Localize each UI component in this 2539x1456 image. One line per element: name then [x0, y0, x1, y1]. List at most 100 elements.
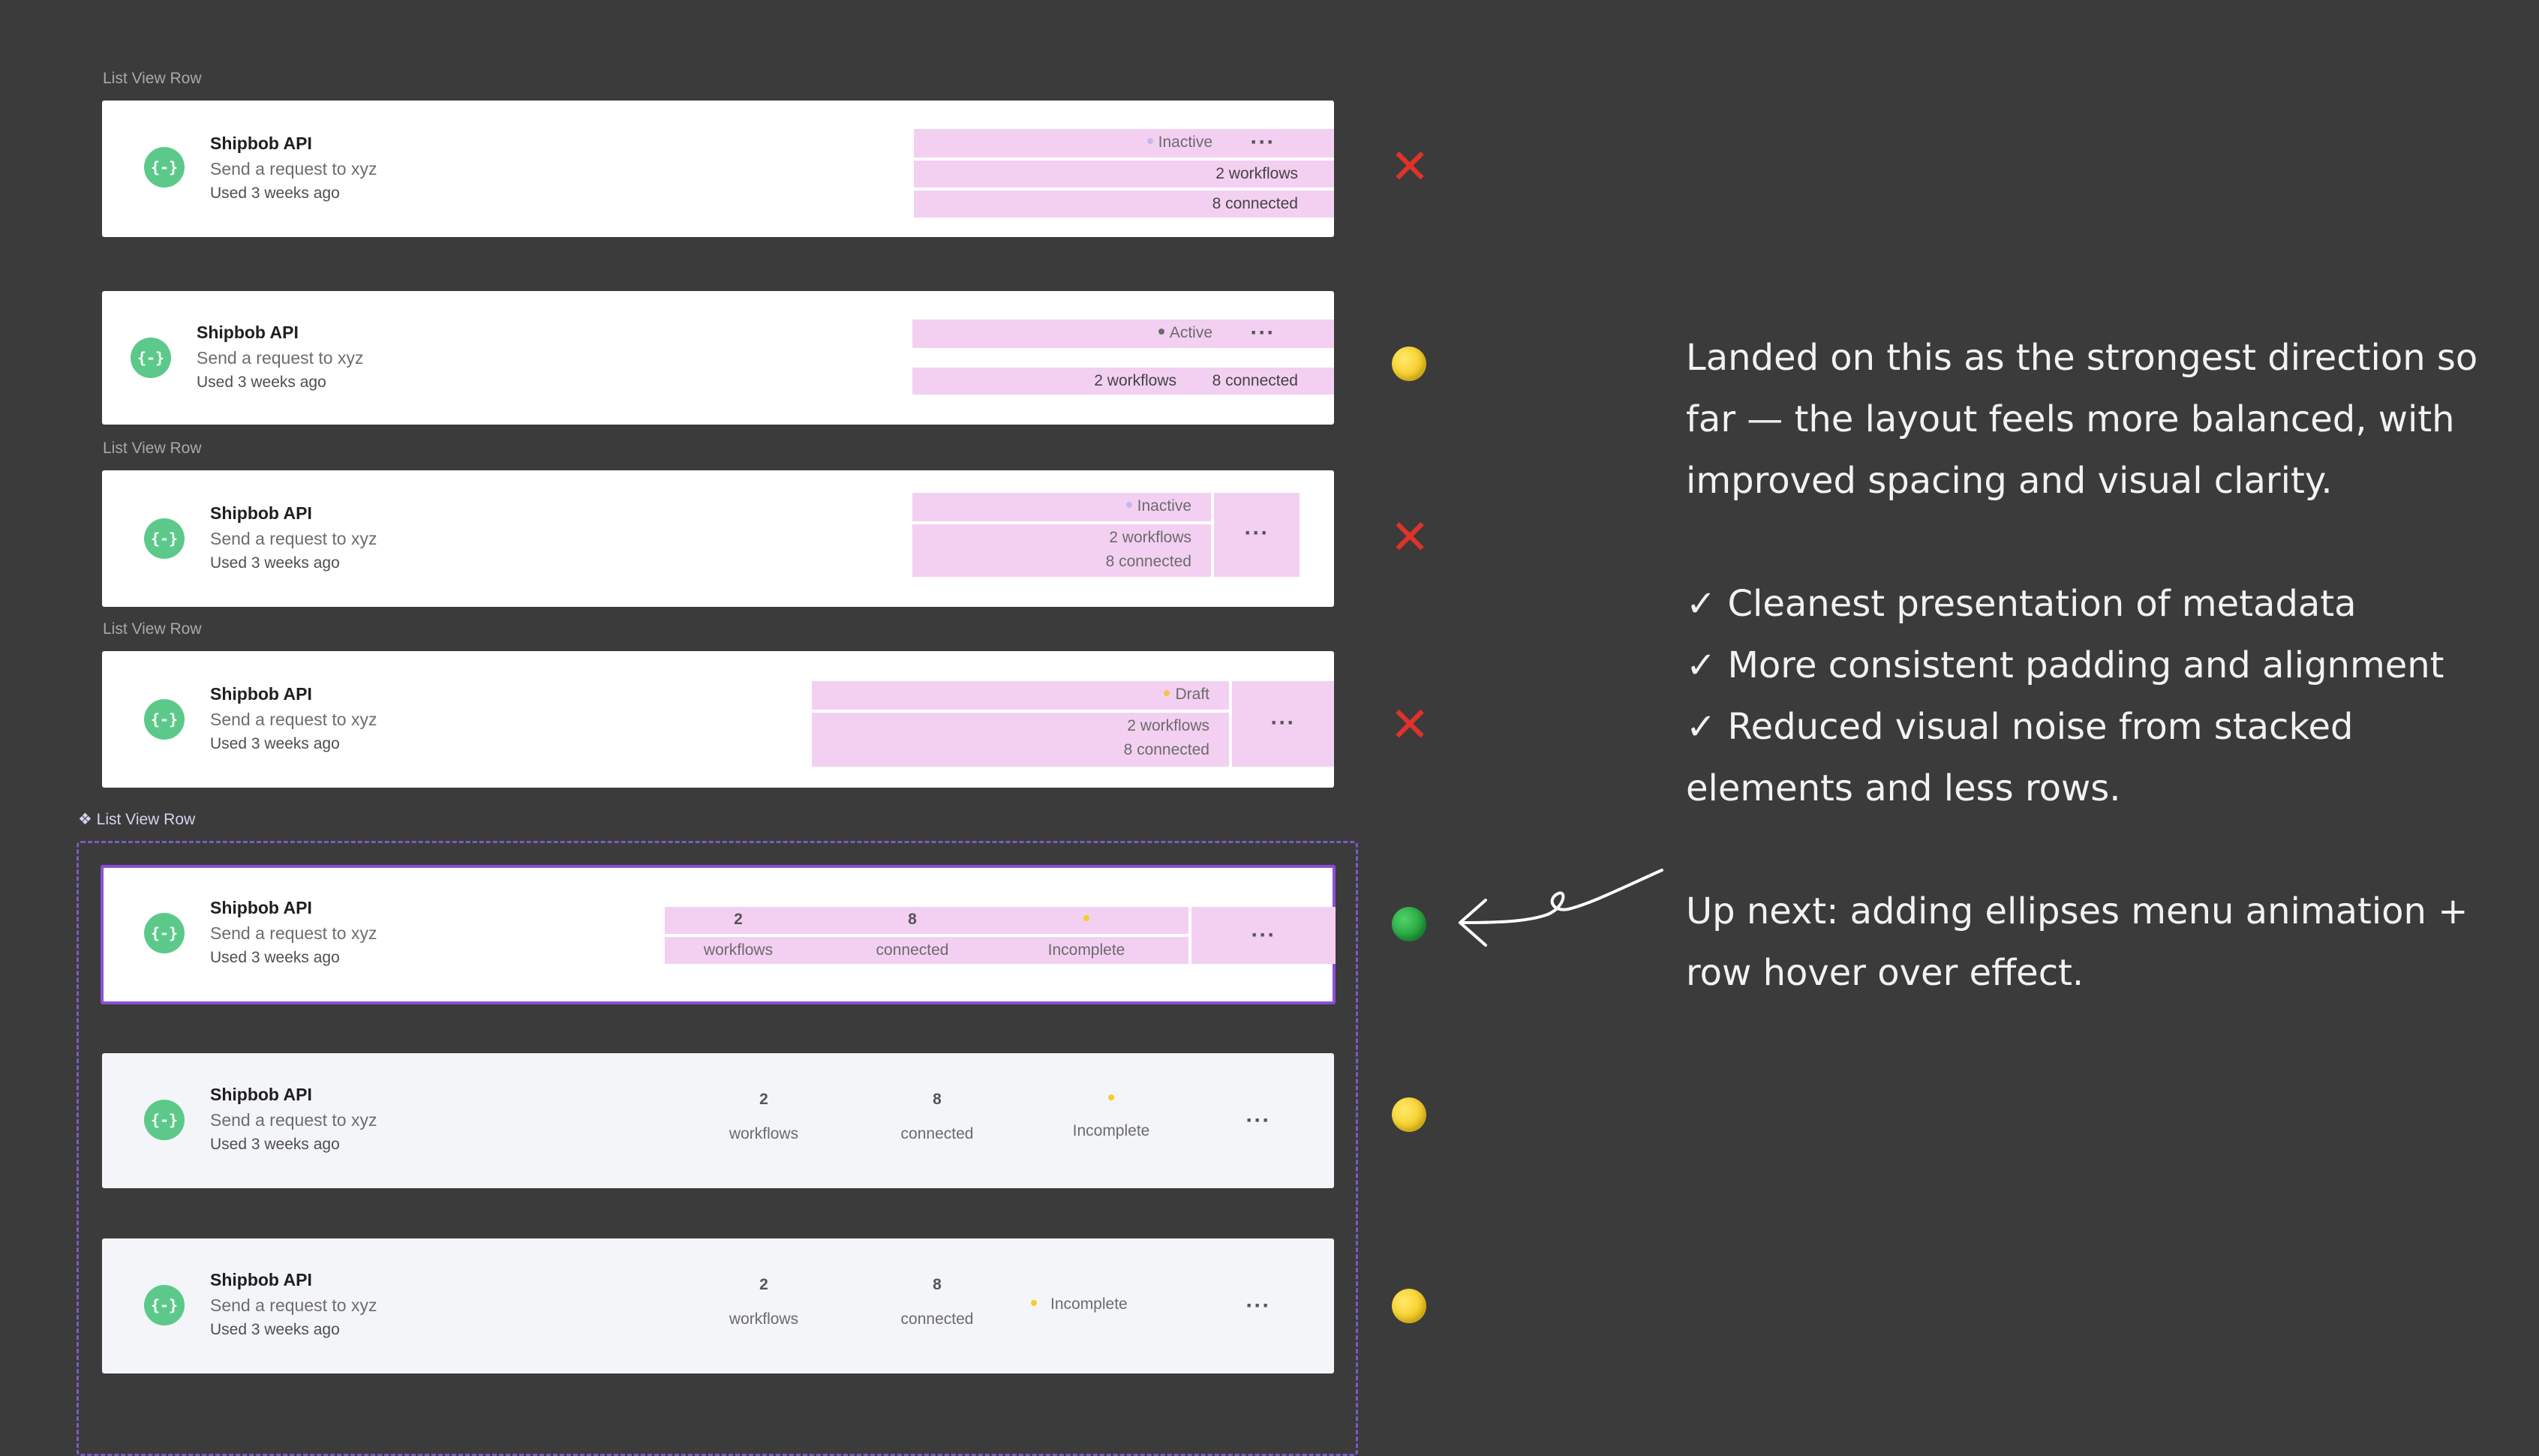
meta-counts-cell: 2 workflows 8 connected [812, 713, 1229, 767]
meta-counts-cell: 2 workflows 8 connected [912, 524, 1211, 577]
list-view-row-variant-2[interactable]: {-} Shipbob API Send a request to xyz Us… [102, 291, 1334, 425]
connected-label: connected [900, 1310, 974, 1328]
row-last-used: Used 3 weeks ago [210, 735, 340, 752]
note-checks: ✓ Cleanest presentation of metadata ✓ Mo… [1686, 573, 2519, 819]
component-frame-label: ❖ List View Row [78, 811, 196, 828]
row-description: Send a request to xyz [210, 1110, 377, 1130]
row-last-used: Used 3 weeks ago [210, 185, 340, 202]
workflows-label: workflows [729, 1125, 799, 1142]
status-dot-icon [1031, 1300, 1037, 1307]
api-icon: {-} [144, 1285, 185, 1325]
more-options-cell[interactable]: ··· [1214, 493, 1300, 577]
row-title: Shipbob API [210, 684, 312, 704]
connected-count: 8 [933, 1091, 942, 1108]
status-badge: Inactive [1146, 134, 1212, 152]
maybe-yellow-dot-icon [1392, 347, 1426, 381]
note-next: Up next: adding ellipses menu animation … [1686, 890, 2468, 994]
api-icon: {-} [144, 699, 185, 740]
connected-count: 8 [933, 1276, 942, 1293]
more-options-icon[interactable]: ··· [1244, 521, 1270, 545]
workflows-label: workflows [729, 1310, 799, 1328]
handwritten-arrow-icon [1459, 869, 1663, 947]
approved-green-dot-icon [1392, 907, 1426, 941]
frame-label: List View Row [103, 70, 202, 87]
status-dot-icon [1158, 329, 1164, 335]
workflows-count: 2 workflows [1127, 717, 1209, 734]
row-last-used: Used 3 weeks ago [210, 1136, 340, 1153]
connected-count: 8 connected [1212, 372, 1298, 389]
more-options-icon[interactable]: ··· [1251, 923, 1276, 947]
component-diamond-icon: ❖ [78, 811, 92, 828]
list-view-row-variant-7[interactable]: {-} Shipbob API Send a request to xyz Us… [102, 1238, 1334, 1373]
rejected-x-icon: ✕ [1390, 698, 1430, 753]
row-last-used: Used 3 weeks ago [210, 554, 340, 572]
meta-workflows-cell: 2 workflows [914, 161, 1334, 188]
status-dot-icon [1164, 690, 1170, 697]
note-check-item: ✓ More consistent padding and alignment [1686, 644, 2444, 686]
meta-status-cell: Inactive [912, 493, 1211, 521]
row-title: Shipbob API [210, 898, 312, 917]
more-options-icon[interactable]: ··· [1245, 1293, 1271, 1318]
connected-count: 8 [908, 911, 917, 928]
workflows-count: 2 [734, 911, 743, 928]
row-last-used: Used 3 weeks ago [210, 949, 340, 966]
status-badge: Active [1158, 324, 1212, 342]
frame-label: List View Row [103, 440, 202, 457]
meta-labels-cell: workflows connected Incomplete [665, 937, 1188, 964]
row-last-used: Used 3 weeks ago [197, 374, 326, 391]
meta-status-cell: Draft [812, 681, 1229, 710]
status-badge: Incomplete [1047, 941, 1125, 959]
row-last-used: Used 3 weeks ago [210, 1321, 340, 1338]
row-description: Send a request to xyz [197, 348, 364, 368]
frame-label: List View Row [103, 620, 202, 638]
list-view-row-variant-5[interactable]: {-} Shipbob API Send a request to xyz Us… [101, 865, 1336, 1004]
row-description: Send a request to xyz [210, 1295, 377, 1315]
more-options-icon[interactable]: ··· [1245, 1108, 1271, 1133]
list-view-row-variant-1[interactable]: {-} Shipbob API Send a request to xyz Us… [102, 101, 1334, 237]
more-options-cell[interactable]: ··· [1191, 907, 1336, 964]
status-badge: Incomplete [1031, 1295, 1128, 1313]
row-description: Send a request to xyz [210, 529, 377, 548]
api-icon: {-} [144, 147, 185, 188]
rejected-x-icon: ✕ [1390, 140, 1430, 195]
meta-counts-cell: 2 workflows 8 connected [912, 368, 1334, 395]
connected-label: connected [900, 1125, 974, 1142]
list-view-row-variant-4[interactable]: {-} Shipbob API Send a request to xyz Us… [102, 651, 1334, 788]
list-view-row-variant-6[interactable]: {-} Shipbob API Send a request to xyz Us… [102, 1053, 1334, 1188]
workflows-label: workflows [703, 941, 774, 959]
maybe-yellow-dot-icon [1392, 1289, 1426, 1323]
row-description: Send a request to xyz [210, 159, 377, 179]
connected-count: 8 connected [1212, 195, 1298, 212]
note-intro: Landed on this as the strongest directio… [1686, 337, 2478, 502]
status-badge: Inactive [1125, 497, 1191, 515]
status-dot-icon [1125, 502, 1132, 509]
status-dot-icon [1146, 138, 1153, 145]
status-dot-icon [1038, 1092, 1185, 1106]
row-description: Send a request to xyz [210, 923, 377, 943]
maybe-yellow-dot-icon [1392, 1097, 1426, 1132]
rejected-x-icon: ✕ [1390, 510, 1430, 566]
more-options-icon[interactable]: ··· [1270, 710, 1296, 735]
list-view-row-variant-3[interactable]: {-} Shipbob API Send a request to xyz Us… [102, 470, 1334, 607]
connected-label: connected [876, 941, 949, 959]
more-options-icon[interactable]: ··· [1250, 130, 1276, 155]
workflows-count: 2 [759, 1276, 768, 1293]
status-dot-icon [1013, 913, 1160, 926]
connected-count: 8 connected [1123, 741, 1209, 758]
status-badge: Draft [1164, 686, 1209, 704]
api-icon: {-} [144, 1100, 185, 1140]
row-title: Shipbob API [197, 323, 299, 342]
meta-status-cell: Inactive ··· [914, 129, 1334, 158]
note-check-item: ✓ Reduced visual noise from stacked elem… [1686, 706, 2354, 809]
row-title: Shipbob API [210, 503, 312, 523]
api-icon: {-} [144, 913, 185, 953]
connected-count: 8 connected [1105, 553, 1191, 570]
more-options-icon[interactable]: ··· [1250, 320, 1276, 345]
meta-values-cell: 2 8 [665, 907, 1188, 934]
more-options-cell[interactable]: ··· [1232, 681, 1334, 767]
workflows-count: 2 [759, 1091, 768, 1108]
row-title: Shipbob API [210, 1270, 312, 1289]
api-icon: {-} [131, 338, 171, 378]
row-title: Shipbob API [210, 1085, 312, 1104]
meta-status-cell: Active ··· [912, 320, 1334, 348]
